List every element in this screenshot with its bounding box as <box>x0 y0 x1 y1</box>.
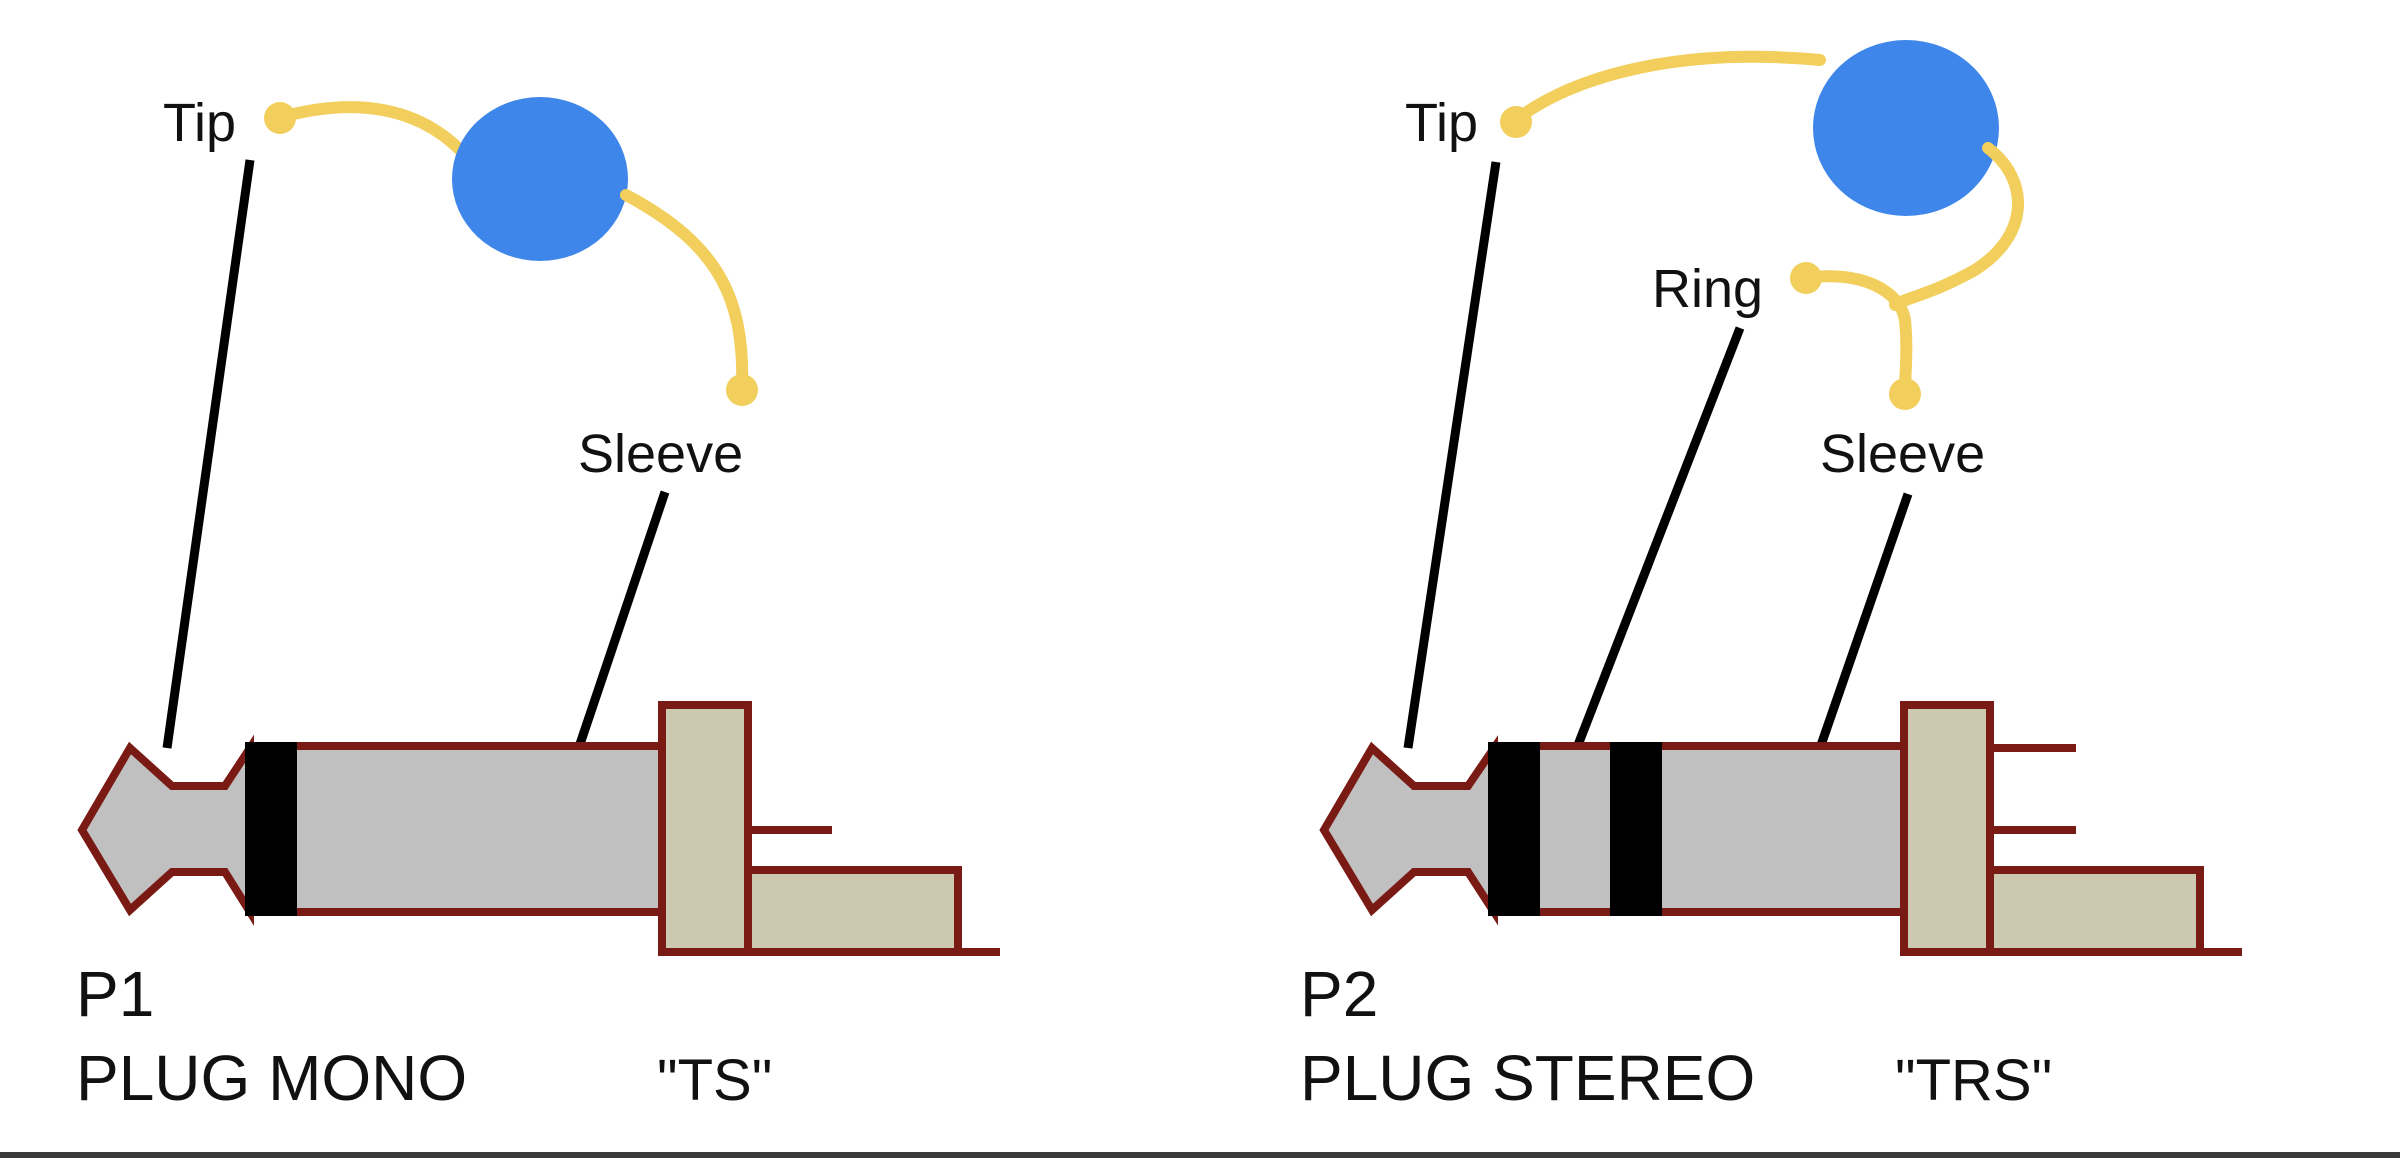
stereo-tip-wire-end <box>1500 106 1532 138</box>
stereo-plug-tip <box>1319 735 1498 926</box>
stereo-plug-shaft <box>1490 742 1914 916</box>
stereo-solder-tab-lower <box>1986 866 2204 956</box>
bottom-border <box>0 1152 2400 1158</box>
mono-sleeve-label: Sleeve <box>578 424 743 484</box>
mono-flange <box>658 701 752 956</box>
mono-sleeve-wire-end <box>726 374 758 406</box>
stereo-ring-leader <box>1573 326 1745 747</box>
mono-sleeve-wire <box>620 189 749 396</box>
stereo-sleeve-label: Sleeve <box>1820 424 1985 484</box>
mono-tip-wire-end <box>264 102 296 134</box>
mono-plug-sleeve <box>246 742 672 916</box>
stereo-ring-wire <box>1800 270 1913 398</box>
mono-solder-tab-lower <box>744 866 962 956</box>
mono-plug-group: Tip Sleeve P1 PLUG MONO "TS" <box>76 93 1000 1114</box>
stereo-insulator-2 <box>1610 742 1662 916</box>
stereo-plug-name: PLUG STEREO <box>1300 1042 1755 1114</box>
stereo-common-wire <box>1889 142 2024 311</box>
stereo-insulator-1 <box>1488 742 1540 916</box>
stereo-ring-wire-end <box>1790 262 1822 294</box>
mono-speaker-icon <box>452 97 628 261</box>
stereo-plug-code: P2 <box>1300 958 1378 1030</box>
stereo-sleeve-wire-end <box>1889 378 1921 410</box>
stereo-tip-label: Tip <box>1405 93 1478 153</box>
mono-tip-wire <box>272 101 466 156</box>
stereo-plug-type: "TRS" <box>1895 1048 2052 1113</box>
mono-sleeve-leader <box>573 490 670 752</box>
stereo-ring-label: Ring <box>1652 259 1763 319</box>
mono-plug-code: P1 <box>76 958 154 1030</box>
stereo-speaker-icon <box>1813 40 1999 216</box>
mono-plug-name: PLUG MONO <box>76 1042 467 1114</box>
mono-tip-leader <box>162 159 255 749</box>
stereo-tip-leader <box>1403 161 1501 749</box>
mono-insulator <box>245 742 297 916</box>
stereo-tip-wire <box>1510 50 1826 126</box>
stereo-flange <box>1900 701 1994 956</box>
stereo-sleeve-leader <box>1815 492 1913 750</box>
mono-plug-type: "TS" <box>657 1048 772 1113</box>
mono-tip-label: Tip <box>163 93 236 153</box>
stereo-plug-group: Tip Ring Sleeve P2 PLUG STEREO "TRS" <box>1300 40 2242 1114</box>
mono-plug-tip <box>77 734 254 926</box>
